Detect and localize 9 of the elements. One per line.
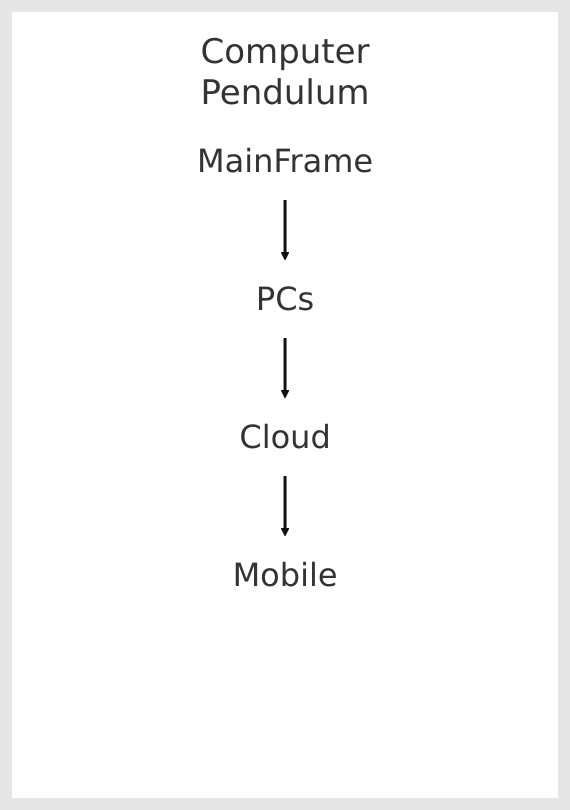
node-text: Cloud xyxy=(239,418,331,456)
card-background: Computer Pendulum MainFrame PCs Cloud Mobile xyxy=(12,12,558,798)
arrow xyxy=(280,338,290,398)
title: Computer Pendulum xyxy=(199,32,371,114)
node-text: Mobile xyxy=(232,556,338,594)
arrow xyxy=(280,200,290,260)
arrow xyxy=(280,476,290,536)
node-text: PCs xyxy=(256,280,314,318)
node-text: MainFrame xyxy=(196,142,374,180)
